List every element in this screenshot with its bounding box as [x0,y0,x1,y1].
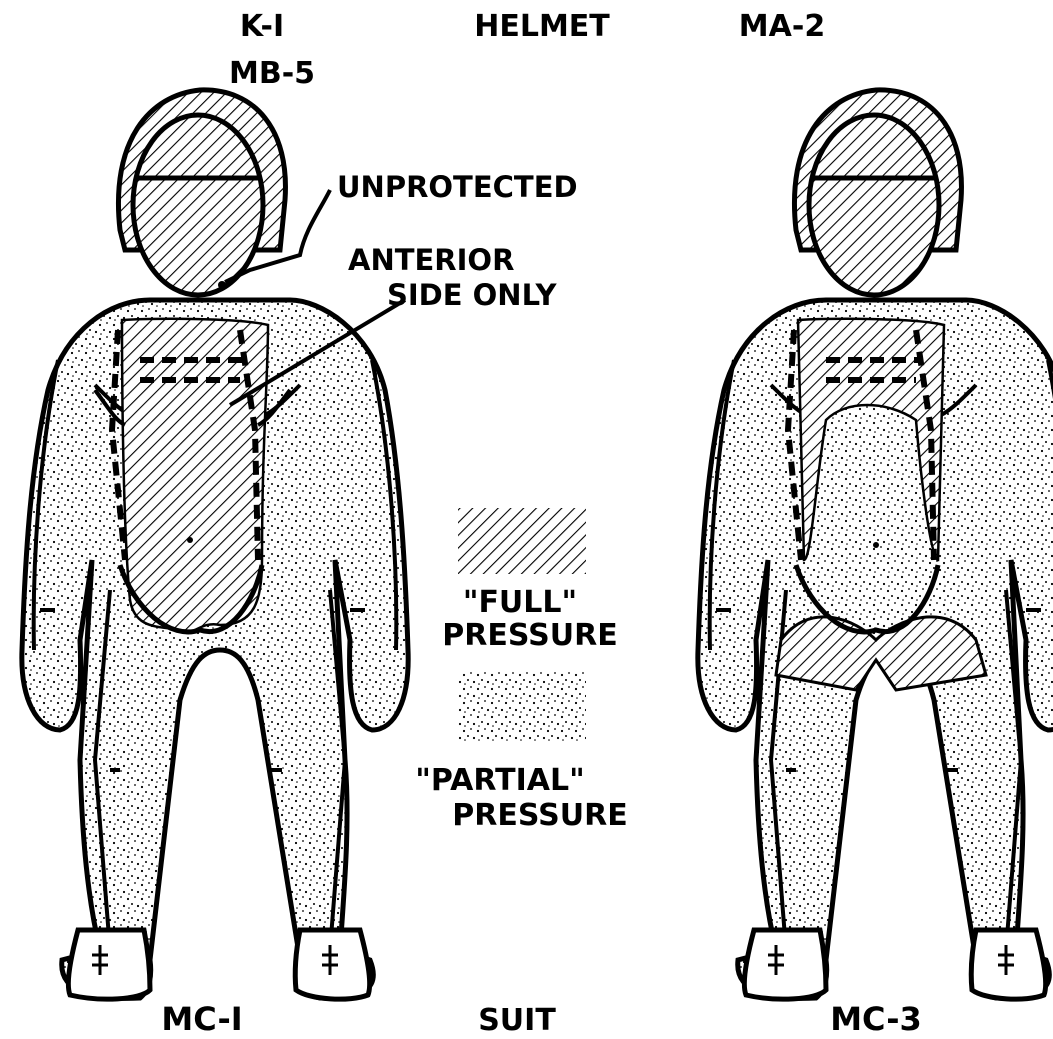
full-pressure-swatch [458,508,586,574]
partial-pressure-swatch [458,672,586,742]
helmet-k1-label: K-I [240,9,284,44]
legend-partial-label: "PARTIAL" [415,763,584,798]
legend-partial-pressure-label: PRESSURE [452,798,627,833]
legend-full-label: "FULL" [463,585,577,620]
helmet-ma2-label: MA-2 [739,9,825,44]
helmet-heading: HELMET [474,9,610,44]
legend-full-pressure-label: PRESSURE [442,618,617,653]
suit-heading: SUIT [478,1003,556,1038]
full-pressure-torso [122,319,268,633]
side-only-label: SIDE ONLY [387,278,558,312]
figure-mc-1 [22,90,408,999]
suit-mc3-label: MC-3 [830,1000,922,1038]
anterior-label: ANTERIOR [348,243,514,277]
figure-mc-3 [698,90,1053,999]
unprotected-label: UNPROTECTED [337,170,578,204]
helmet-mb5-label: MB-5 [229,56,315,91]
suit-mc1-label: MC-I [161,1000,242,1038]
